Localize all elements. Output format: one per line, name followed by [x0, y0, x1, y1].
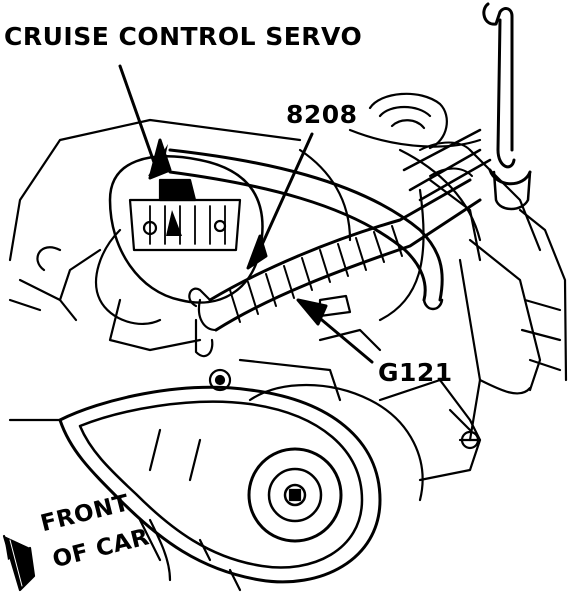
label-ground-g121: G121 — [378, 358, 453, 387]
front-arrow-icon — [2, 534, 36, 592]
leader-arrows — [118, 64, 374, 364]
engine-block — [8, 92, 568, 442]
wiring-harness — [188, 128, 492, 332]
heater-hose — [168, 148, 444, 311]
label-cruise-control-servo: CRUISE CONTROL SERVO — [4, 22, 363, 51]
vacuum-hose — [482, 2, 532, 211]
label-connector-8208: 8208 — [286, 100, 358, 129]
accessory-drive — [8, 294, 482, 592]
